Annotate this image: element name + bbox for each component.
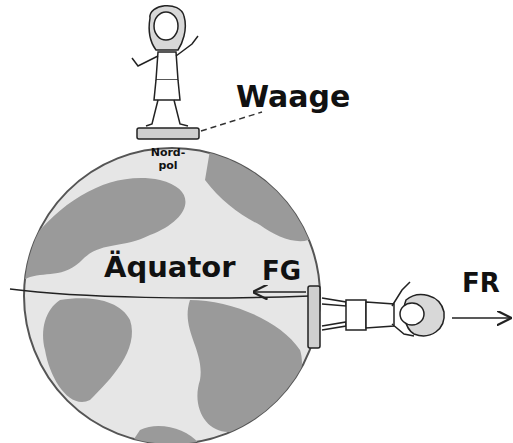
force-label: FR [462, 270, 500, 296]
standing-person [132, 6, 198, 126]
force-arrow [254, 291, 306, 293]
scale-label: Waage [236, 82, 350, 112]
leader-line [201, 112, 262, 131]
force-arrow [452, 317, 510, 319]
globe [10, 148, 320, 443]
pole-label: Nord- pol [146, 147, 190, 172]
equator-label: Äquator [102, 253, 238, 282]
scale [137, 128, 199, 139]
scale [308, 286, 320, 348]
force-label: FG [262, 258, 301, 284]
lying-person [322, 282, 444, 336]
